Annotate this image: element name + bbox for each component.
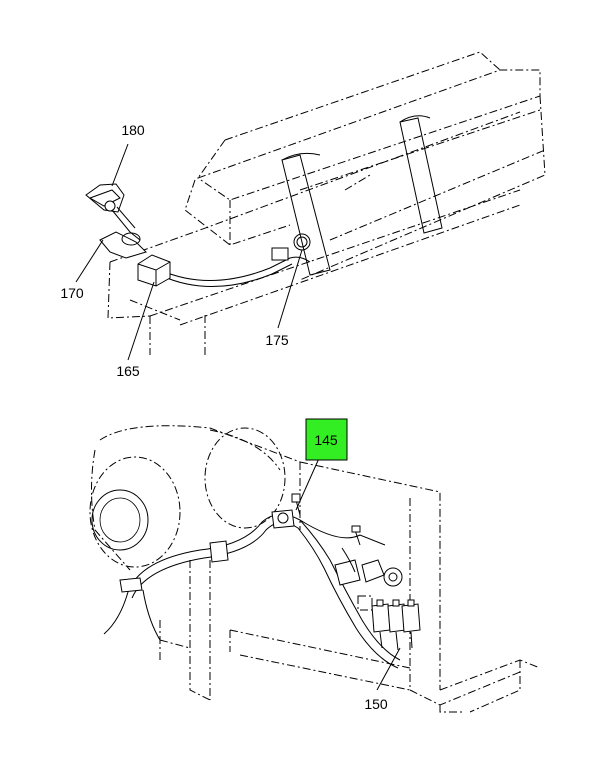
callout-labels: 180 170 165 175 145 150 [60, 122, 388, 712]
callout-180[interactable]: 180 [121, 122, 145, 138]
leader-180 [111, 143, 129, 187]
leader-175 [277, 249, 303, 329]
top-assembly [85, 51, 546, 355]
leader-165 [127, 281, 155, 361]
leader-lines [75, 143, 401, 691]
leader-170 [75, 239, 104, 283]
leader-145 [295, 455, 321, 511]
callout-170[interactable]: 170 [60, 285, 84, 301]
callout-175[interactable]: 175 [265, 332, 289, 348]
leader-150 [376, 647, 401, 691]
callout-145-highlight [305, 418, 348, 461]
bottom-assembly [89, 425, 541, 713]
callout-150[interactable]: 150 [364, 696, 388, 712]
callout-165[interactable]: 165 [116, 363, 140, 379]
callout-145[interactable]: 145 [314, 432, 338, 448]
